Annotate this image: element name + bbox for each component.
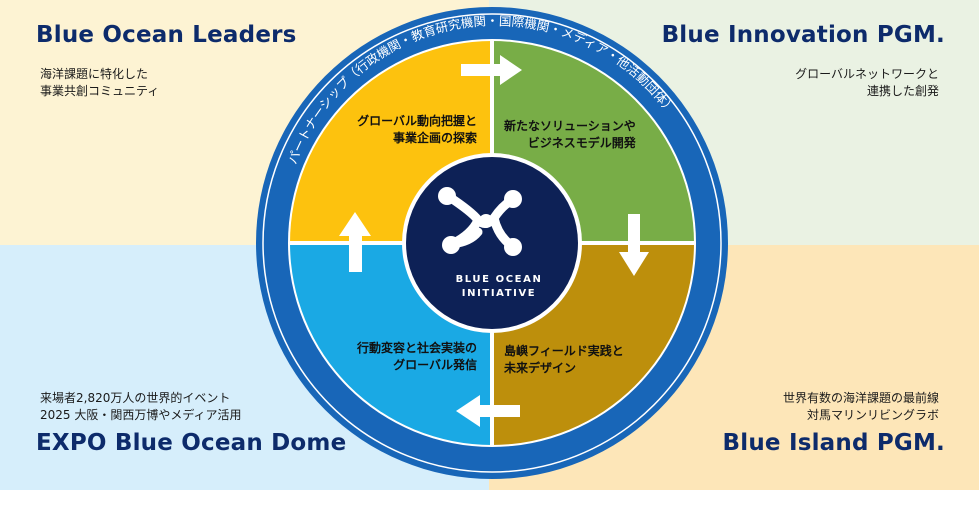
title-blue-innovation-pgm: Blue Innovation PGM. xyxy=(661,22,945,48)
quadrant-line: 未来デザイン xyxy=(504,361,577,375)
logo-line-1: BLUE OCEAN xyxy=(455,274,543,285)
title-blue-island-pgm: Blue Island PGM. xyxy=(722,430,945,456)
desc-line: 海洋課題に特化した xyxy=(40,67,149,81)
quadrant-line: 島嶼フィールド実践と xyxy=(504,344,624,358)
desc-line: 事業共創コミュニティ xyxy=(40,84,160,98)
cycle-arrows xyxy=(339,55,649,427)
arrow-right-icon xyxy=(461,55,522,85)
center-logo-text: BLUE OCEAN INITIATIVE xyxy=(419,273,579,301)
arrow-up-icon xyxy=(339,212,371,272)
desc-line: 来場者2,820万人の世界的イベント xyxy=(40,391,231,405)
quadrant-line: ビジネスモデル開発 xyxy=(527,136,636,150)
desc-line: 連携した創発 xyxy=(866,84,939,98)
desc-blue-ocean-leaders: 海洋課題に特化した 事業共創コミュニティ xyxy=(40,66,159,100)
quadrant-text-bottom-left: 行動変容と社会実装の グローバル発信 xyxy=(357,340,477,374)
logo-nodes xyxy=(438,187,522,256)
logo-line-2: INITIATIVE xyxy=(461,288,537,299)
ring-outline xyxy=(262,13,722,473)
quadrant-text-top-left: グローバル動向把握と 事業企画の探索 xyxy=(357,113,477,147)
title-blue-ocean-leaders: Blue Ocean Leaders xyxy=(36,22,297,48)
quadrant-line: 行動変容と社会実装の xyxy=(356,341,477,355)
arrow-left-icon xyxy=(456,395,520,427)
quadrant-line: グローバル動向把握と xyxy=(357,114,477,128)
quadrant-text-bottom-right: 島嶼フィールド実践と 未来デザイン xyxy=(504,343,624,377)
desc-line: 対馬マリンリビングラボ xyxy=(806,408,939,422)
quadrant-line: グローバル発信 xyxy=(393,358,477,372)
desc-blue-innovation-pgm: グローバルネットワークと 連携した創発 xyxy=(795,66,939,100)
quadrant-line: 事業企画の探索 xyxy=(392,131,477,145)
quadrant-text-top-right: 新たなソリューションや ビジネスモデル開発 xyxy=(504,118,636,152)
center-circle xyxy=(406,157,578,329)
title-expo-blue-ocean-dome: EXPO Blue Ocean Dome xyxy=(36,430,347,456)
quadrant-line: 新たなソリューションや xyxy=(504,119,636,133)
arrow-down-icon xyxy=(619,214,649,276)
desc-expo-blue-ocean-dome: 来場者2,820万人の世界的イベント 2025 大阪・関西万博やメディア活用 xyxy=(40,390,242,424)
desc-line: 世界有数の海洋課題の最前線 xyxy=(782,391,939,405)
desc-blue-island-pgm: 世界有数の海洋課題の最前線 対馬マリンリビングラボ xyxy=(783,390,939,424)
desc-line: グローバルネットワークと xyxy=(795,67,939,81)
desc-line: 2025 大阪・関西万博やメディア活用 xyxy=(40,408,242,422)
